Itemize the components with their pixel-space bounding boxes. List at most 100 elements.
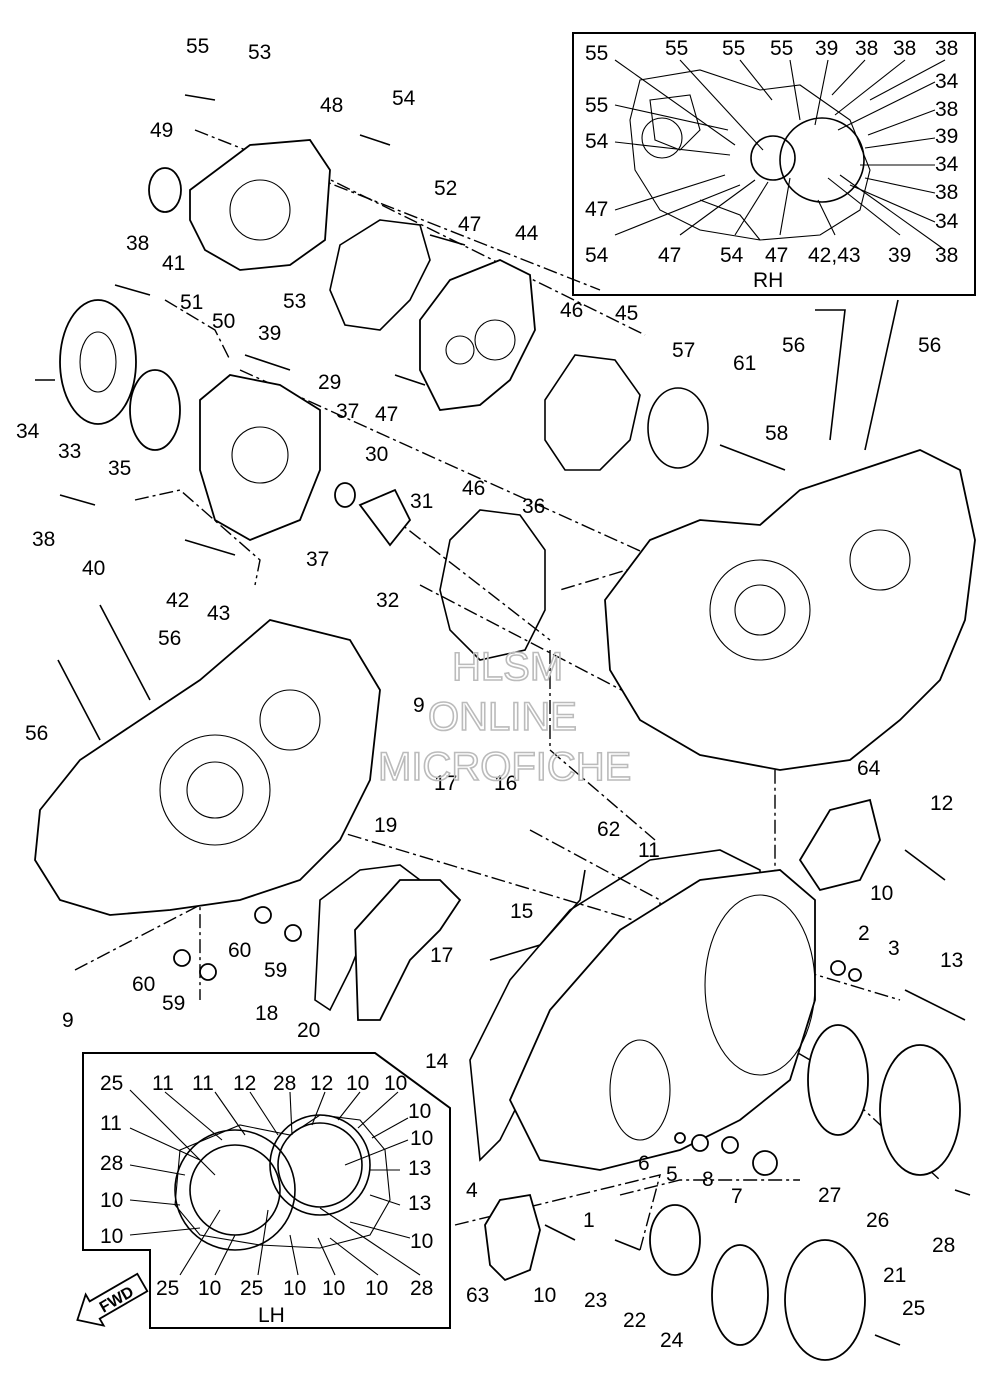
lh-callout: 10 (410, 1127, 433, 1150)
rh-leaders (614, 59, 946, 251)
part-36-gasket (439, 509, 546, 661)
callout-56: 56 (918, 334, 941, 357)
watermark-line3: MICROFICHE (378, 745, 631, 789)
lh-inset-frame (82, 1052, 451, 1329)
screw-54 (359, 134, 391, 146)
rh-callout: 54 (585, 130, 609, 153)
callout-10: 10 (870, 882, 893, 905)
part-60b (173, 949, 191, 967)
screw-25 (874, 1334, 901, 1346)
callout-31: 31 (410, 490, 433, 513)
rh-callout: 38 (935, 181, 958, 204)
callout-30: 30 (365, 443, 388, 466)
watermark-line2: ONLINE (428, 695, 577, 739)
part-1-cover (509, 869, 816, 1171)
callout-26: 26 (866, 1209, 889, 1232)
part-30-bearing (334, 482, 356, 508)
callout-62: 62 (597, 818, 620, 841)
lh-callout: 25 (240, 1277, 263, 1300)
screw-47b (394, 374, 426, 386)
screw-10b (544, 1224, 576, 1241)
rh-callout: 38 (855, 37, 878, 60)
callout-14: 14 (425, 1050, 449, 1073)
callout-16: 16 (494, 772, 517, 795)
callout-47: 47 (458, 213, 481, 236)
callout-41: 41 (162, 252, 185, 275)
part-24 (711, 1244, 769, 1346)
lh-callout: 10 (346, 1072, 369, 1095)
rh-callout: 38 (935, 37, 958, 60)
part-20-rotor (354, 879, 462, 1021)
lh-callout: 10 (410, 1230, 433, 1253)
part-60a (254, 906, 272, 924)
rh-callout: 39 (815, 37, 838, 60)
callout-labels: 55 53 48 54 49 52 47 44 38 41 51 50 53 4… (16, 35, 963, 1352)
callout-53: 53 (283, 290, 306, 313)
screw-38b (59, 494, 96, 506)
callout-59: 59 (264, 959, 287, 982)
part-5 (691, 1134, 709, 1152)
lh-callout: 10 (408, 1100, 431, 1123)
rh-callout: 34 (935, 153, 959, 176)
part-8 (721, 1136, 739, 1154)
lh-callout: 28 (273, 1072, 296, 1095)
part-29-housing (199, 374, 321, 541)
lh-cover-sketch (174, 1114, 391, 1251)
part-15-bracket (489, 869, 586, 961)
callout-5: 5 (666, 1163, 678, 1186)
callout-48: 48 (320, 94, 343, 117)
rh-callout: 55 (585, 94, 608, 117)
rh-callout: 34 (935, 70, 959, 93)
rh-callout: 54 (720, 244, 744, 267)
part-21-cover (784, 1239, 866, 1361)
rh-callout: 47 (585, 198, 608, 221)
rh-callout-labels: 55 55 55 55 39 38 38 38 55 34 54 38 39 3… (585, 37, 959, 267)
callout-61: 61 (733, 352, 756, 375)
lh-callout: 13 (408, 1192, 431, 1215)
callout-3: 3 (888, 937, 900, 960)
screw-47a (429, 234, 466, 246)
watermark: HLSM ONLINE MICROFICHE (377, 644, 632, 790)
lh-callout: 28 (100, 1152, 123, 1175)
callout-9: 9 (413, 694, 425, 717)
screw-39 (244, 354, 291, 371)
part-59a (284, 924, 302, 942)
callout-23: 23 (584, 1289, 607, 1312)
callout-38: 38 (126, 232, 149, 255)
callout-54: 54 (392, 87, 416, 110)
lh-callout: 11 (152, 1072, 174, 1095)
part-64-cover (798, 798, 881, 892)
fwd-arrow-icon: FWD (76, 1272, 149, 1327)
lh-callout: 10 (384, 1072, 407, 1095)
rh-callout: 55 (722, 37, 745, 60)
rh-callout: 38 (935, 98, 958, 121)
rh-inset-title: RH (753, 269, 783, 292)
part-6 (674, 1132, 686, 1144)
callout-20: 20 (297, 1019, 320, 1042)
lh-callout: 10 (322, 1277, 345, 1300)
stud-56b (864, 299, 899, 451)
callout-28: 28 (932, 1234, 955, 1257)
rh-callout: 39 (935, 125, 958, 148)
callout-29: 29 (318, 371, 341, 394)
callout-51: 51 (180, 291, 203, 314)
callout-32: 32 (376, 589, 399, 612)
callout-19: 19 (374, 814, 397, 837)
callout-46: 46 (462, 477, 485, 500)
rh-callout: 47 (658, 244, 681, 267)
callout-35: 35 (108, 457, 131, 480)
bolt-13 (904, 989, 966, 1021)
callout-49: 49 (150, 119, 173, 142)
part-3 (848, 968, 862, 982)
screw-42 (184, 539, 236, 556)
lh-callout: 10 (365, 1277, 388, 1300)
rh-callout: 38 (893, 37, 916, 60)
callout-9: 9 (62, 1009, 74, 1032)
callout-6: 6 (638, 1152, 650, 1175)
callout-60: 60 (132, 973, 155, 996)
callout-43: 43 (207, 602, 230, 625)
callout-10: 10 (533, 1284, 556, 1307)
callout-56: 56 (782, 334, 805, 357)
lh-callout: 10 (198, 1277, 221, 1300)
